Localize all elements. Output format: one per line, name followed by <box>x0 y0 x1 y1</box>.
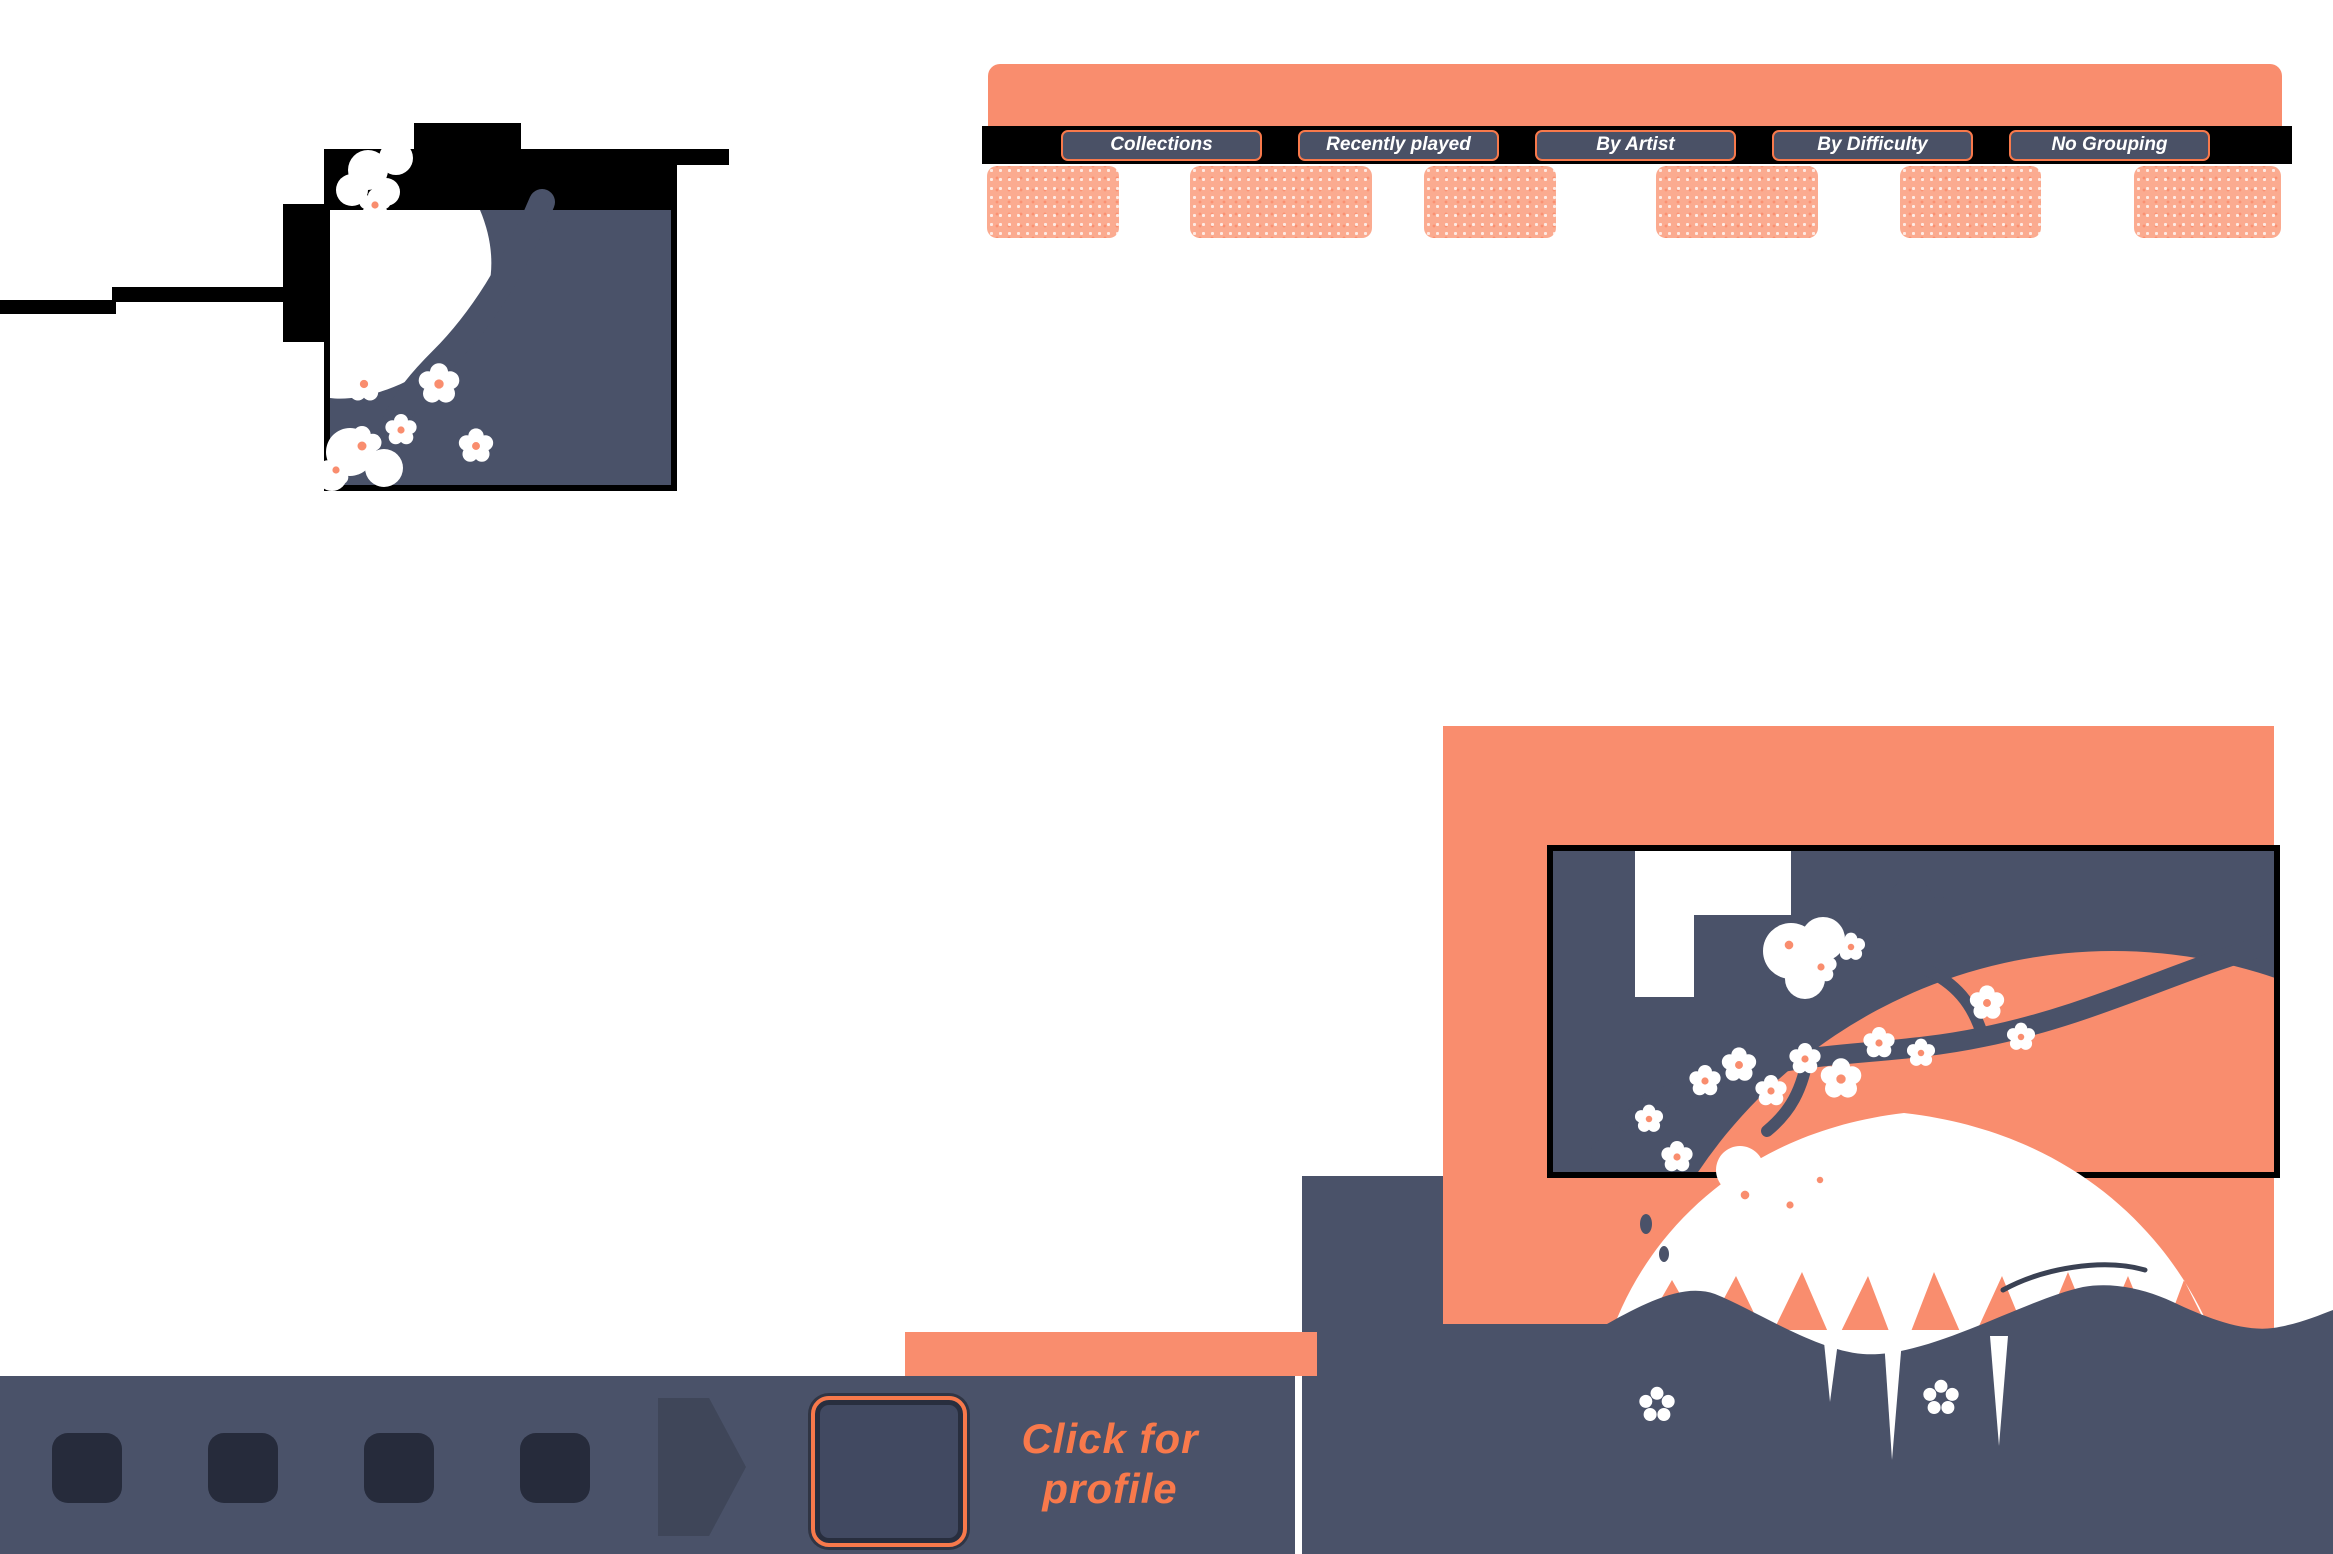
wave-illustration <box>1443 1262 2333 1554</box>
background-art-panel <box>1443 726 2274 1330</box>
snow-drips <box>1824 1336 2008 1460</box>
mount-fuji-illustration <box>1607 1113 2217 1360</box>
cherry-branch-artwork <box>317 141 677 491</box>
blossom-cluster-top <box>336 141 413 220</box>
droplet-icon <box>1640 1214 1652 1234</box>
group-tab-recently-played[interactable]: Recently played <box>1298 130 1499 161</box>
beatmap-panel-stub[interactable] <box>1424 166 1556 238</box>
toolbar-button[interactable] <box>520 1433 590 1503</box>
blossom-sparkle-icon <box>1923 1379 1959 1414</box>
toolbar-button[interactable] <box>52 1433 122 1503</box>
blossom-cluster-frame <box>1716 1146 1835 1220</box>
beatmap-panel-stub[interactable] <box>1900 166 2041 238</box>
cloud-shape <box>1591 879 1963 1165</box>
sun-circle <box>1698 951 2274 1172</box>
group-tab-collections[interactable]: Collections <box>1061 130 1262 161</box>
beatmap-panel-stub[interactable] <box>1656 166 1818 238</box>
side-panel-strip <box>1302 1176 1443 1554</box>
toolbar-button[interactable] <box>208 1433 278 1503</box>
beatmap-panel-stub[interactable] <box>1190 166 1372 238</box>
beatmap-panel-stub[interactable] <box>987 166 1119 238</box>
blossom-cluster-bottom <box>317 426 403 491</box>
blossom-sparkle-icon <box>1639 1386 1675 1421</box>
render-glitch-artifacts <box>0 123 729 342</box>
toolbar-accent-strip <box>905 1332 1317 1376</box>
beatmap-panel-stub[interactable] <box>2134 166 2281 238</box>
group-tab-by-difficulty[interactable]: By Difficulty <box>1772 130 1973 161</box>
toolbar-button[interactable] <box>364 1433 434 1503</box>
framed-artwork <box>1547 845 2280 1178</box>
group-tab-by-artist[interactable]: By Artist <box>1535 130 1736 161</box>
group-tab-no-grouping[interactable]: No Grouping <box>2009 130 2210 161</box>
profile-hint-label: Click for profile <box>1021 1415 1199 1512</box>
profile-button[interactable] <box>811 1396 967 1547</box>
